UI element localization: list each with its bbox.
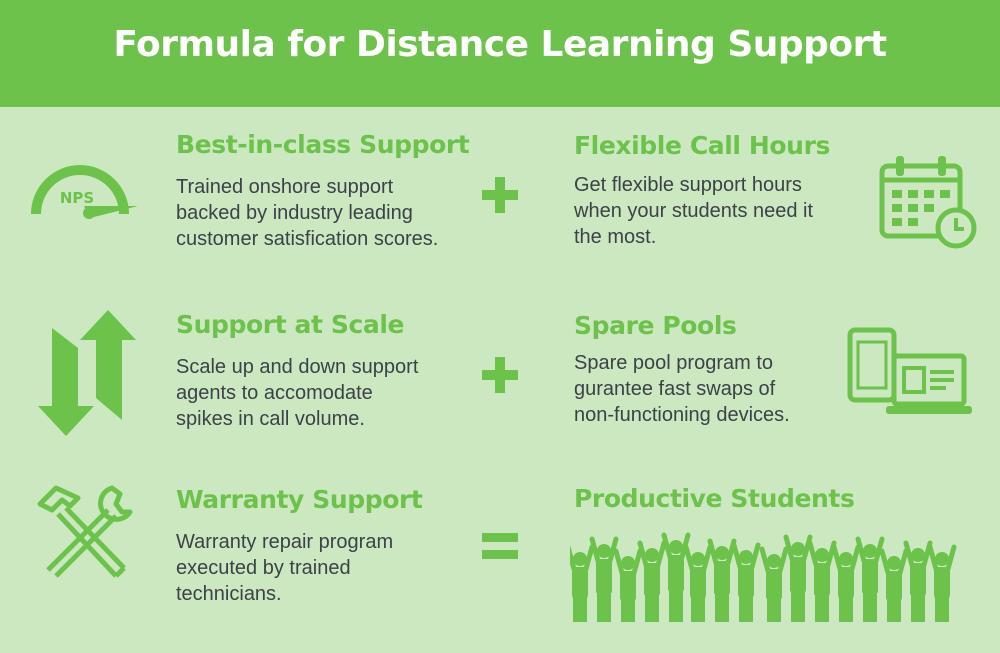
best-in-class-line-3: customer satisfication scores. xyxy=(176,228,439,250)
spare-pools-line-1: Spare pool program to xyxy=(574,352,774,374)
best-in-class-heading: Best-in-class Support xyxy=(176,130,470,159)
best-in-class-line-1: Trained onshore support xyxy=(176,176,394,198)
student-silhouette xyxy=(570,544,595,622)
spare-pools-heading: Spare Pools xyxy=(574,311,737,340)
best-in-class-line-2: backed by industry leading xyxy=(176,202,413,224)
student-silhouette xyxy=(613,548,643,622)
page-title: Formula for Distance Learning Support xyxy=(113,24,887,65)
productive-heading: Productive Students xyxy=(574,484,855,513)
plus-icon xyxy=(482,357,518,393)
plus-icon xyxy=(482,177,518,213)
students-silhouette-icon xyxy=(570,532,957,622)
student-silhouette xyxy=(879,548,909,622)
flexible-hours-line-3: the most. xyxy=(574,226,657,248)
warranty-line-1: Warranty repair program xyxy=(176,531,394,553)
hammer-wrench-icon xyxy=(37,485,133,578)
spare-pools-line-2: gurantee fast swaps of xyxy=(574,378,776,400)
spare-pools-line-3: non-functioning devices. xyxy=(574,404,790,426)
warranty-line-3: technicians. xyxy=(176,583,282,605)
scale-line-1: Scale up and down support xyxy=(176,356,419,378)
calendar-clock-icon xyxy=(879,156,977,249)
flexible-hours-line-1: Get flexible support hours xyxy=(574,174,802,196)
nps-label: NPS xyxy=(60,189,94,207)
student-silhouette xyxy=(731,542,761,622)
tablet-laptop-icon xyxy=(847,327,972,414)
student-silhouette xyxy=(589,536,619,622)
flexible-hours-line-2: when your students need it xyxy=(574,200,814,222)
scale-line-2: agents to accomodate xyxy=(176,382,373,404)
student-silhouette xyxy=(807,540,837,622)
student-silhouette xyxy=(707,538,737,622)
flexible-hours-heading: Flexible Call Hours xyxy=(574,131,830,160)
student-silhouette xyxy=(783,534,813,622)
nps-gauge-icon: NPS xyxy=(31,165,138,219)
student-silhouette xyxy=(831,544,861,622)
warranty-line-2: executed by trained xyxy=(176,557,351,579)
student-silhouette xyxy=(903,540,933,622)
equals-icon xyxy=(482,533,518,559)
scale-line-3: spikes in call volume. xyxy=(176,408,365,430)
student-silhouette xyxy=(927,544,957,622)
warranty-heading: Warranty Support xyxy=(176,485,423,514)
student-silhouette xyxy=(637,540,667,622)
student-silhouette xyxy=(759,546,789,622)
up-down-arrows-icon xyxy=(38,310,136,436)
scale-heading: Support at Scale xyxy=(176,310,405,339)
student-silhouette xyxy=(855,536,885,622)
title-banner: Formula for Distance Learning Support xyxy=(0,0,1000,107)
student-silhouette xyxy=(683,544,713,622)
student-silhouette xyxy=(661,532,691,622)
